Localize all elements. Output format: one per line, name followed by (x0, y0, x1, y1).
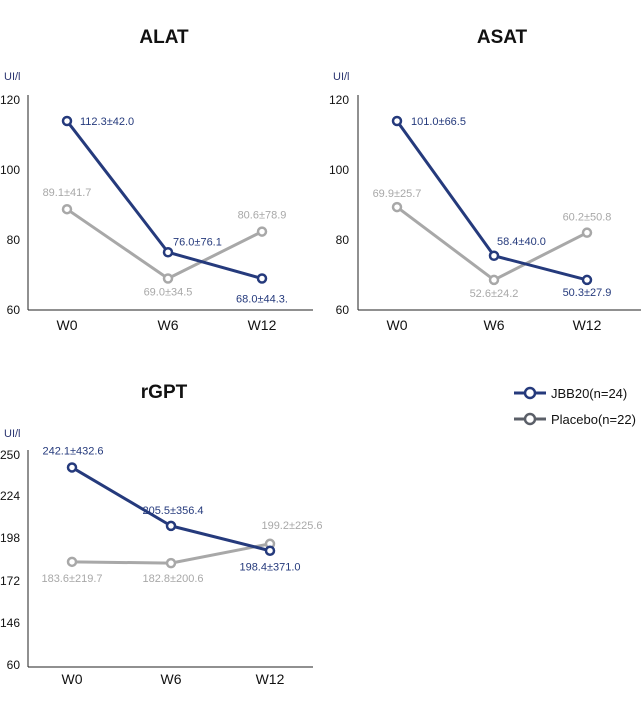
y-tick-label: 172 (0, 574, 20, 588)
y-tick-label: 80 (336, 233, 350, 247)
data-label-jbb20: 205.5±356.4 (142, 505, 203, 517)
x-tick-label: W12 (256, 671, 285, 687)
chart-title: ASAT (477, 27, 528, 48)
data-label-jbb20: 112.3±42.0 (80, 116, 134, 128)
y-tick-label: 60 (336, 303, 350, 317)
legend-marker-jbb20 (523, 386, 537, 400)
data-point-jbb20 (581, 274, 593, 286)
data-point-jbb20 (61, 115, 73, 127)
y-axis-unit: UI/l (4, 71, 21, 83)
legend-marker-placebo (523, 412, 537, 426)
data-label-jbb20: 242.1±432.6 (42, 445, 103, 457)
data-label-placebo: 199.2±225.6 (261, 520, 322, 532)
data-point-placebo (581, 227, 593, 238)
data-point-placebo (391, 201, 403, 213)
x-tick-label: W6 (161, 671, 182, 687)
data-point-placebo (165, 557, 177, 569)
data-label-placebo: 80.6±78.9 (238, 210, 287, 222)
x-tick-label: W12 (573, 317, 602, 333)
data-point-jbb20 (66, 462, 78, 473)
x-tick-label: W0 (62, 671, 83, 687)
y-tick-label: 198 (0, 531, 20, 545)
data-point-jbb20 (264, 545, 276, 556)
x-tick-label: W0 (387, 317, 408, 333)
y-tick-label: 120 (329, 93, 349, 107)
data-label-placebo: 69.0±34.5 (144, 287, 193, 299)
y-tick-label: 100 (329, 163, 349, 177)
chart-title: ALAT (139, 27, 189, 48)
data-point-jbb20 (391, 115, 403, 127)
y-tick-label: 146 (0, 616, 20, 630)
legend: JBB20(n=24) Placebo(n=22) (514, 386, 636, 427)
data-label-placebo: 89.1±41.7 (43, 187, 92, 199)
data-point-jbb20 (162, 247, 174, 258)
x-tick-label: W6 (158, 317, 179, 333)
y-tick-label: 120 (0, 93, 20, 107)
series-line-placebo (66, 207, 263, 280)
data-label-jbb20: 198.4±371.0 (239, 562, 300, 574)
data-point-placebo (256, 226, 268, 237)
data-label-placebo: 183.6±219.7 (41, 573, 102, 585)
data-label-jbb20: 58.4±40.0 (497, 236, 546, 248)
data-label-placebo: 60.2±50.8 (563, 212, 612, 224)
data-label-jbb20: 101.0±66.5 (411, 116, 466, 128)
y-tick-label: 80 (7, 233, 21, 247)
data-label-jbb20: 50.3±27.9 (563, 287, 612, 299)
data-label-jbb20: 68.0±44.3. (236, 294, 288, 306)
y-tick-label: 224 (0, 489, 20, 503)
data-point-jbb20 (488, 250, 500, 261)
data-point-jbb20 (165, 520, 177, 532)
data-point-jbb20 (256, 273, 268, 284)
chart-title: rGPT (141, 382, 188, 403)
x-tick-label: W12 (248, 317, 277, 333)
data-point-placebo (488, 274, 500, 286)
data-point-placebo (162, 273, 174, 284)
data-label-placebo: 52.6±24.2 (470, 288, 519, 300)
y-tick-label: 60 (7, 658, 21, 672)
x-tick-label: W6 (484, 317, 505, 333)
y-axis-unit: UI/l (4, 428, 21, 440)
legend-label-jbb20: JBB20(n=24) (551, 386, 627, 401)
y-tick-label: 60 (7, 303, 21, 317)
legend-label-placebo: Placebo(n=22) (551, 412, 636, 427)
data-point-placebo (66, 556, 78, 568)
y-axis-unit: UI/l (333, 71, 350, 83)
y-tick-label: 250 (0, 448, 20, 462)
data-label-placebo: 69.9±25.7 (373, 188, 422, 200)
data-label-jbb20: 76.0±76.1 (173, 236, 222, 248)
data-point-placebo (61, 203, 73, 215)
x-tick-label: W0 (57, 317, 78, 333)
series-line-placebo (396, 205, 588, 282)
y-tick-label: 100 (0, 163, 20, 177)
data-label-placebo: 182.8±200.6 (142, 573, 203, 585)
